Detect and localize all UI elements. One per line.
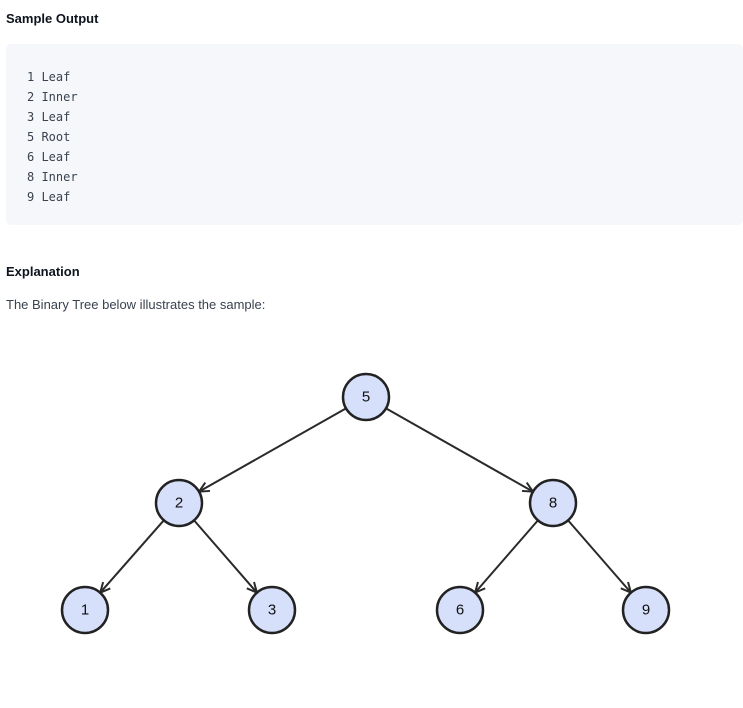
arrowhead-2-1 bbox=[99, 581, 111, 594]
code-line: 5 Root bbox=[27, 130, 71, 144]
tree-node-6: 6 bbox=[435, 585, 485, 635]
node-circle bbox=[435, 585, 485, 635]
node-label: 8 bbox=[549, 495, 557, 512]
edge-2-3 bbox=[193, 519, 258, 594]
code-line: 1 Leaf bbox=[27, 70, 71, 84]
tree-node-1: 1 bbox=[60, 585, 110, 635]
node-circle bbox=[154, 478, 204, 528]
node-circle bbox=[60, 585, 110, 635]
edge-5-2 bbox=[198, 407, 347, 493]
sample-output-code-block: 1 Leaf 2 Inner 3 Leaf 5 Root 6 Leaf 8 In… bbox=[6, 44, 743, 225]
arrowhead-8-6 bbox=[474, 581, 486, 594]
edge-8-6 bbox=[474, 519, 539, 594]
tree-node-8: 8 bbox=[528, 478, 578, 528]
code-line: 9 Leaf bbox=[27, 190, 71, 204]
arrowhead-2-3 bbox=[246, 581, 258, 594]
tree-nodes: 5 2 8 1 3 6 9 bbox=[60, 372, 671, 635]
node-label: 3 bbox=[268, 602, 276, 619]
tree-edges bbox=[99, 407, 632, 594]
tree-node-2: 2 bbox=[154, 478, 204, 528]
node-label: 2 bbox=[175, 495, 183, 512]
node-circle bbox=[621, 585, 671, 635]
explanation-text: The Binary Tree below illustrates the sa… bbox=[6, 297, 266, 312]
explanation-heading: Explanation bbox=[6, 264, 80, 279]
arrowhead-5-8 bbox=[521, 482, 534, 493]
sample-output-heading: Sample Output bbox=[6, 11, 99, 26]
node-label: 6 bbox=[456, 602, 464, 619]
arrowhead-8-9 bbox=[620, 581, 632, 594]
tree-node-9: 9 bbox=[621, 585, 671, 635]
node-label: 1 bbox=[81, 602, 89, 619]
node-label: 5 bbox=[362, 389, 370, 406]
node-circle bbox=[341, 372, 391, 422]
code-line: 3 Leaf bbox=[27, 110, 71, 124]
tree-node-3: 3 bbox=[247, 585, 297, 635]
edge-5-8 bbox=[385, 407, 534, 493]
node-circle bbox=[528, 478, 578, 528]
node-circle bbox=[247, 585, 297, 635]
edge-2-1 bbox=[99, 519, 165, 594]
tree-node-5: 5 bbox=[341, 372, 391, 422]
arrowhead-5-2 bbox=[198, 482, 211, 493]
code-line: 6 Leaf bbox=[27, 150, 71, 164]
code-line: 2 Inner bbox=[27, 90, 78, 104]
node-label: 9 bbox=[642, 602, 650, 619]
edge-8-9 bbox=[567, 519, 632, 594]
code-line: 8 Inner bbox=[27, 170, 78, 184]
